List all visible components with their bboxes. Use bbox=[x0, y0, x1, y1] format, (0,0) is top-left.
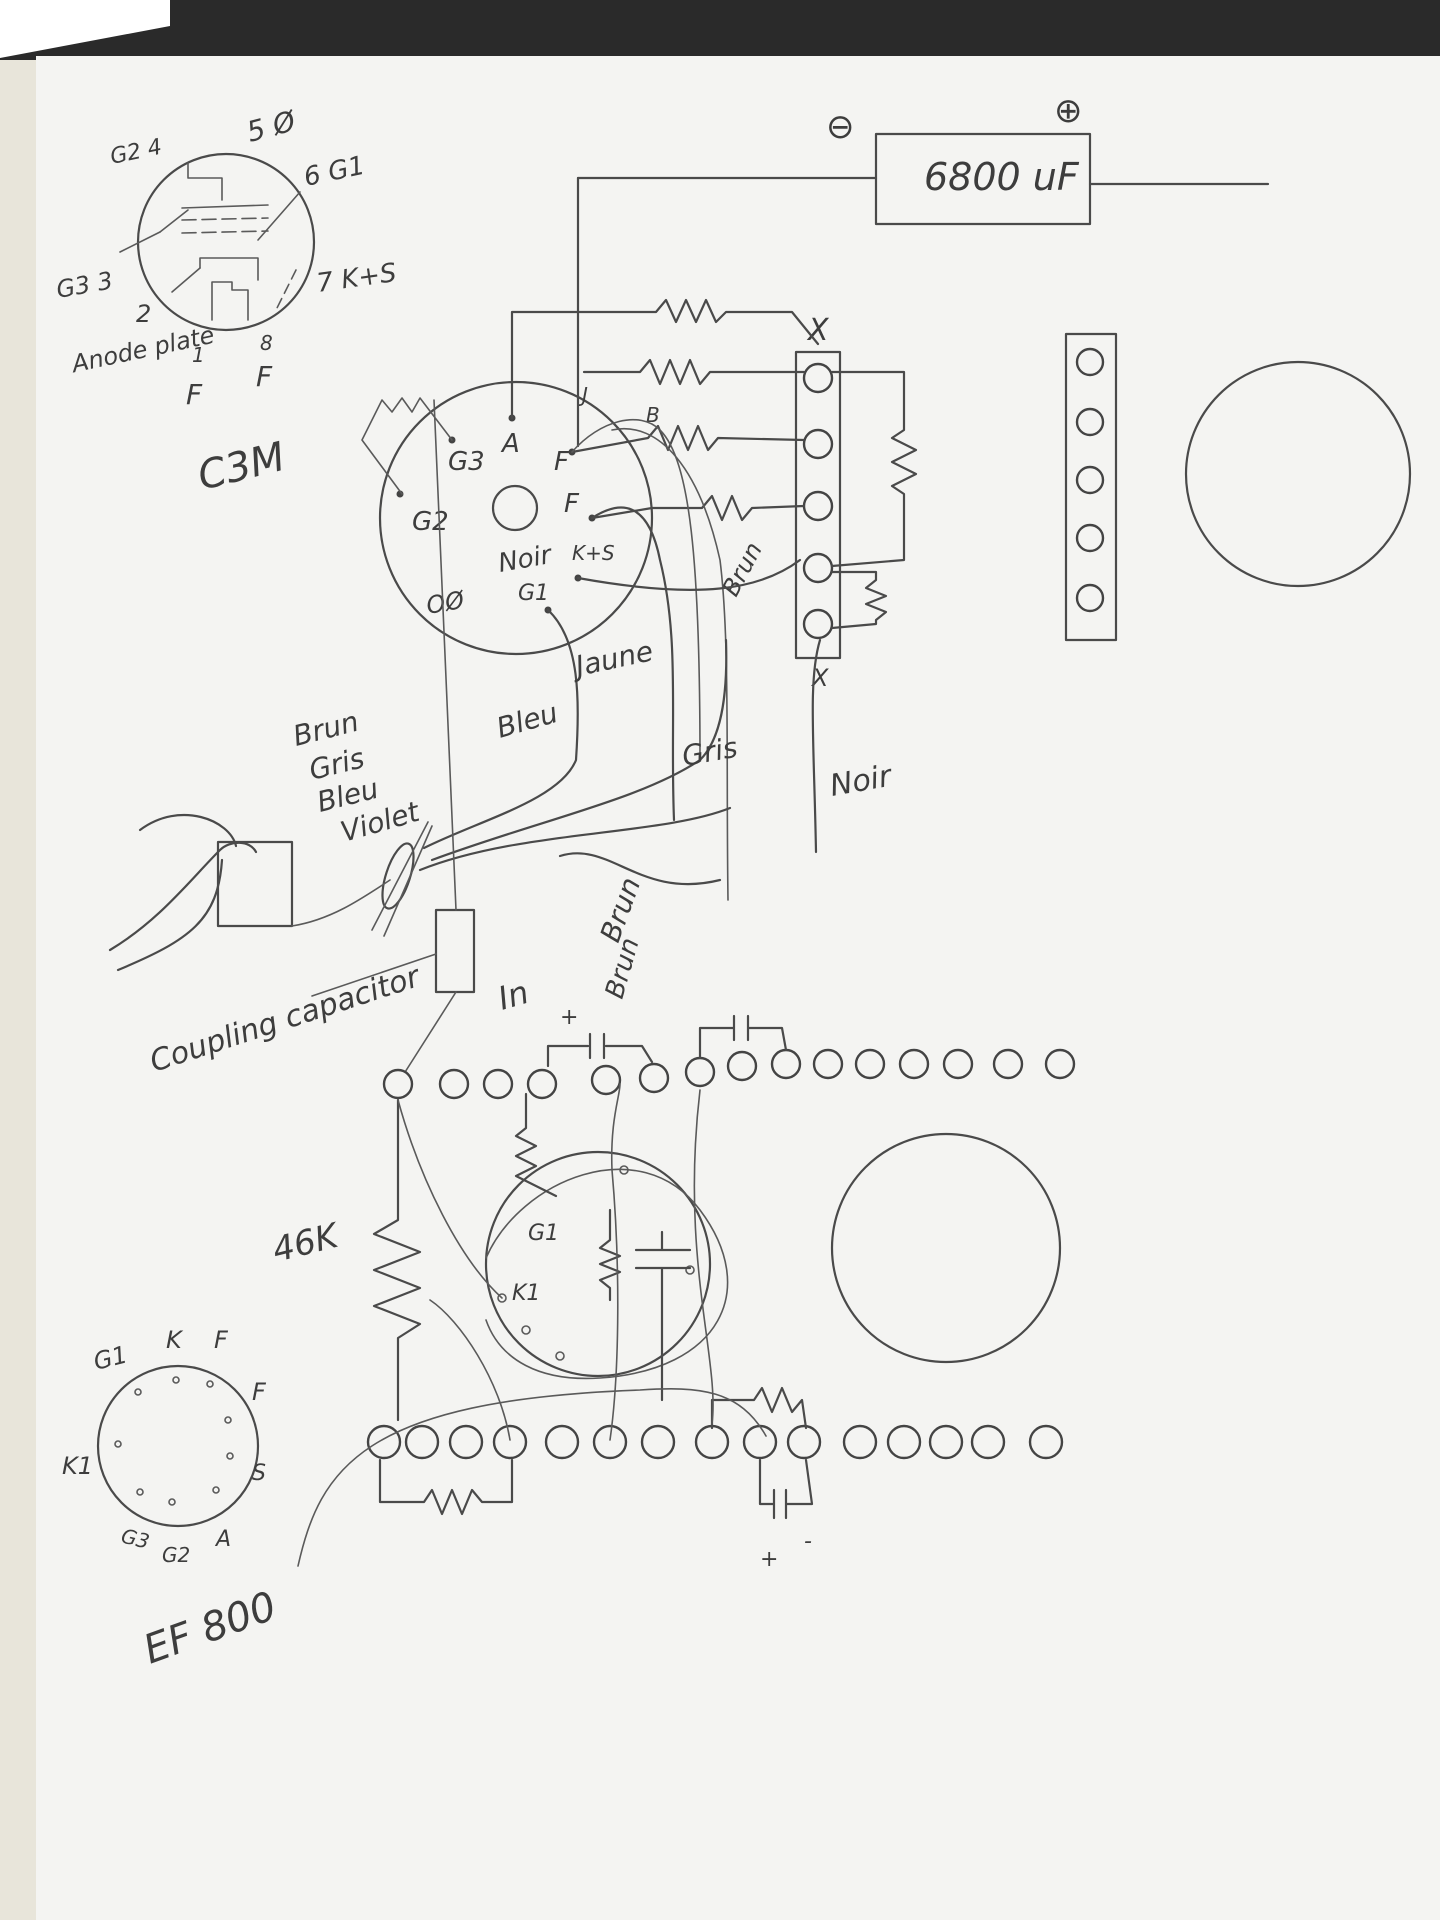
ef800-pin-label: F bbox=[214, 1326, 229, 1354]
socket-label: A bbox=[500, 429, 520, 459]
top-edge-paper bbox=[0, 0, 170, 58]
pin-label: 2 bbox=[136, 300, 151, 328]
socket-label: G1 bbox=[518, 581, 549, 606]
capacitor-value: 6800 uF bbox=[924, 155, 1080, 199]
coupling-capacitor-part bbox=[311, 399, 476, 1081]
socket-label: G2 bbox=[412, 507, 449, 537]
ef800-socket-ring bbox=[484, 1150, 712, 1378]
ef800-pin-label: S bbox=[252, 1461, 266, 1486]
wire-tag: J bbox=[578, 383, 588, 407]
right-terminal-strip bbox=[1064, 332, 1118, 642]
electrolytic-plus-top: + bbox=[560, 1005, 578, 1030]
ef800-pin-label: K bbox=[166, 1326, 184, 1354]
c3m-center-hole bbox=[491, 484, 539, 532]
f-pin-label: F bbox=[256, 360, 273, 393]
socket-label: K+S bbox=[572, 541, 615, 565]
ef800-pin-label: K1 bbox=[62, 1452, 93, 1480]
ef800-pin-label: G2 bbox=[162, 1543, 190, 1567]
terminal-strip-body bbox=[794, 350, 842, 660]
socket-wires bbox=[418, 176, 822, 901]
socket-label: F bbox=[554, 447, 570, 477]
ef800-pin-label: A bbox=[214, 1527, 231, 1552]
wire-tag: B bbox=[646, 403, 660, 427]
transformer-outline-top bbox=[1184, 360, 1412, 588]
bottom-pad-row: + - bbox=[297, 1083, 1064, 1572]
filter-capacitor: 6800 uF ⊖ ⊕ bbox=[576, 91, 1270, 226]
pentode-envelope bbox=[136, 152, 316, 332]
strip-resistors bbox=[361, 298, 918, 630]
input-jack bbox=[108, 813, 391, 972]
pin-label: 8 bbox=[260, 331, 273, 355]
electrolytic-minus-bottom: - bbox=[804, 1529, 812, 1554]
capacitor-minus: ⊖ bbox=[826, 107, 855, 147]
c3m-socket: G3 A F F G2 Noir K+S OØ G1 J B bbox=[378, 380, 660, 656]
f-pin-label: F bbox=[186, 378, 203, 411]
ef800-socket-label: G1 bbox=[528, 1221, 559, 1246]
socket-label: G3 bbox=[448, 447, 485, 477]
pin-label: 1 bbox=[192, 343, 205, 367]
capacitor-plus: ⊕ bbox=[1054, 91, 1083, 131]
coupling-capacitor-body bbox=[434, 908, 476, 994]
top-pad-row: + bbox=[382, 1005, 1076, 1100]
transformer-outline-bottom bbox=[830, 1132, 1062, 1364]
socket-label: OØ bbox=[424, 586, 467, 620]
pentode-heater bbox=[211, 281, 249, 321]
pentode-grid-lead bbox=[187, 162, 223, 201]
socket-label: F bbox=[564, 489, 580, 519]
right-side-parts bbox=[830, 332, 1412, 1364]
paper-sheet bbox=[36, 56, 1440, 1920]
ef800-socket-label: K1 bbox=[512, 1281, 540, 1306]
electrolytic-plus-bottom: + bbox=[760, 1547, 778, 1572]
ef800-pin-label: F bbox=[252, 1378, 267, 1406]
ef800-socket: G1 K1 bbox=[484, 1092, 729, 1402]
ef800-pinout-ring bbox=[96, 1364, 260, 1528]
pentode-cathode bbox=[199, 257, 259, 281]
paper-edge bbox=[0, 60, 40, 1920]
c3m-socket-ring bbox=[378, 380, 654, 656]
strip-top-mark: X bbox=[806, 313, 830, 348]
